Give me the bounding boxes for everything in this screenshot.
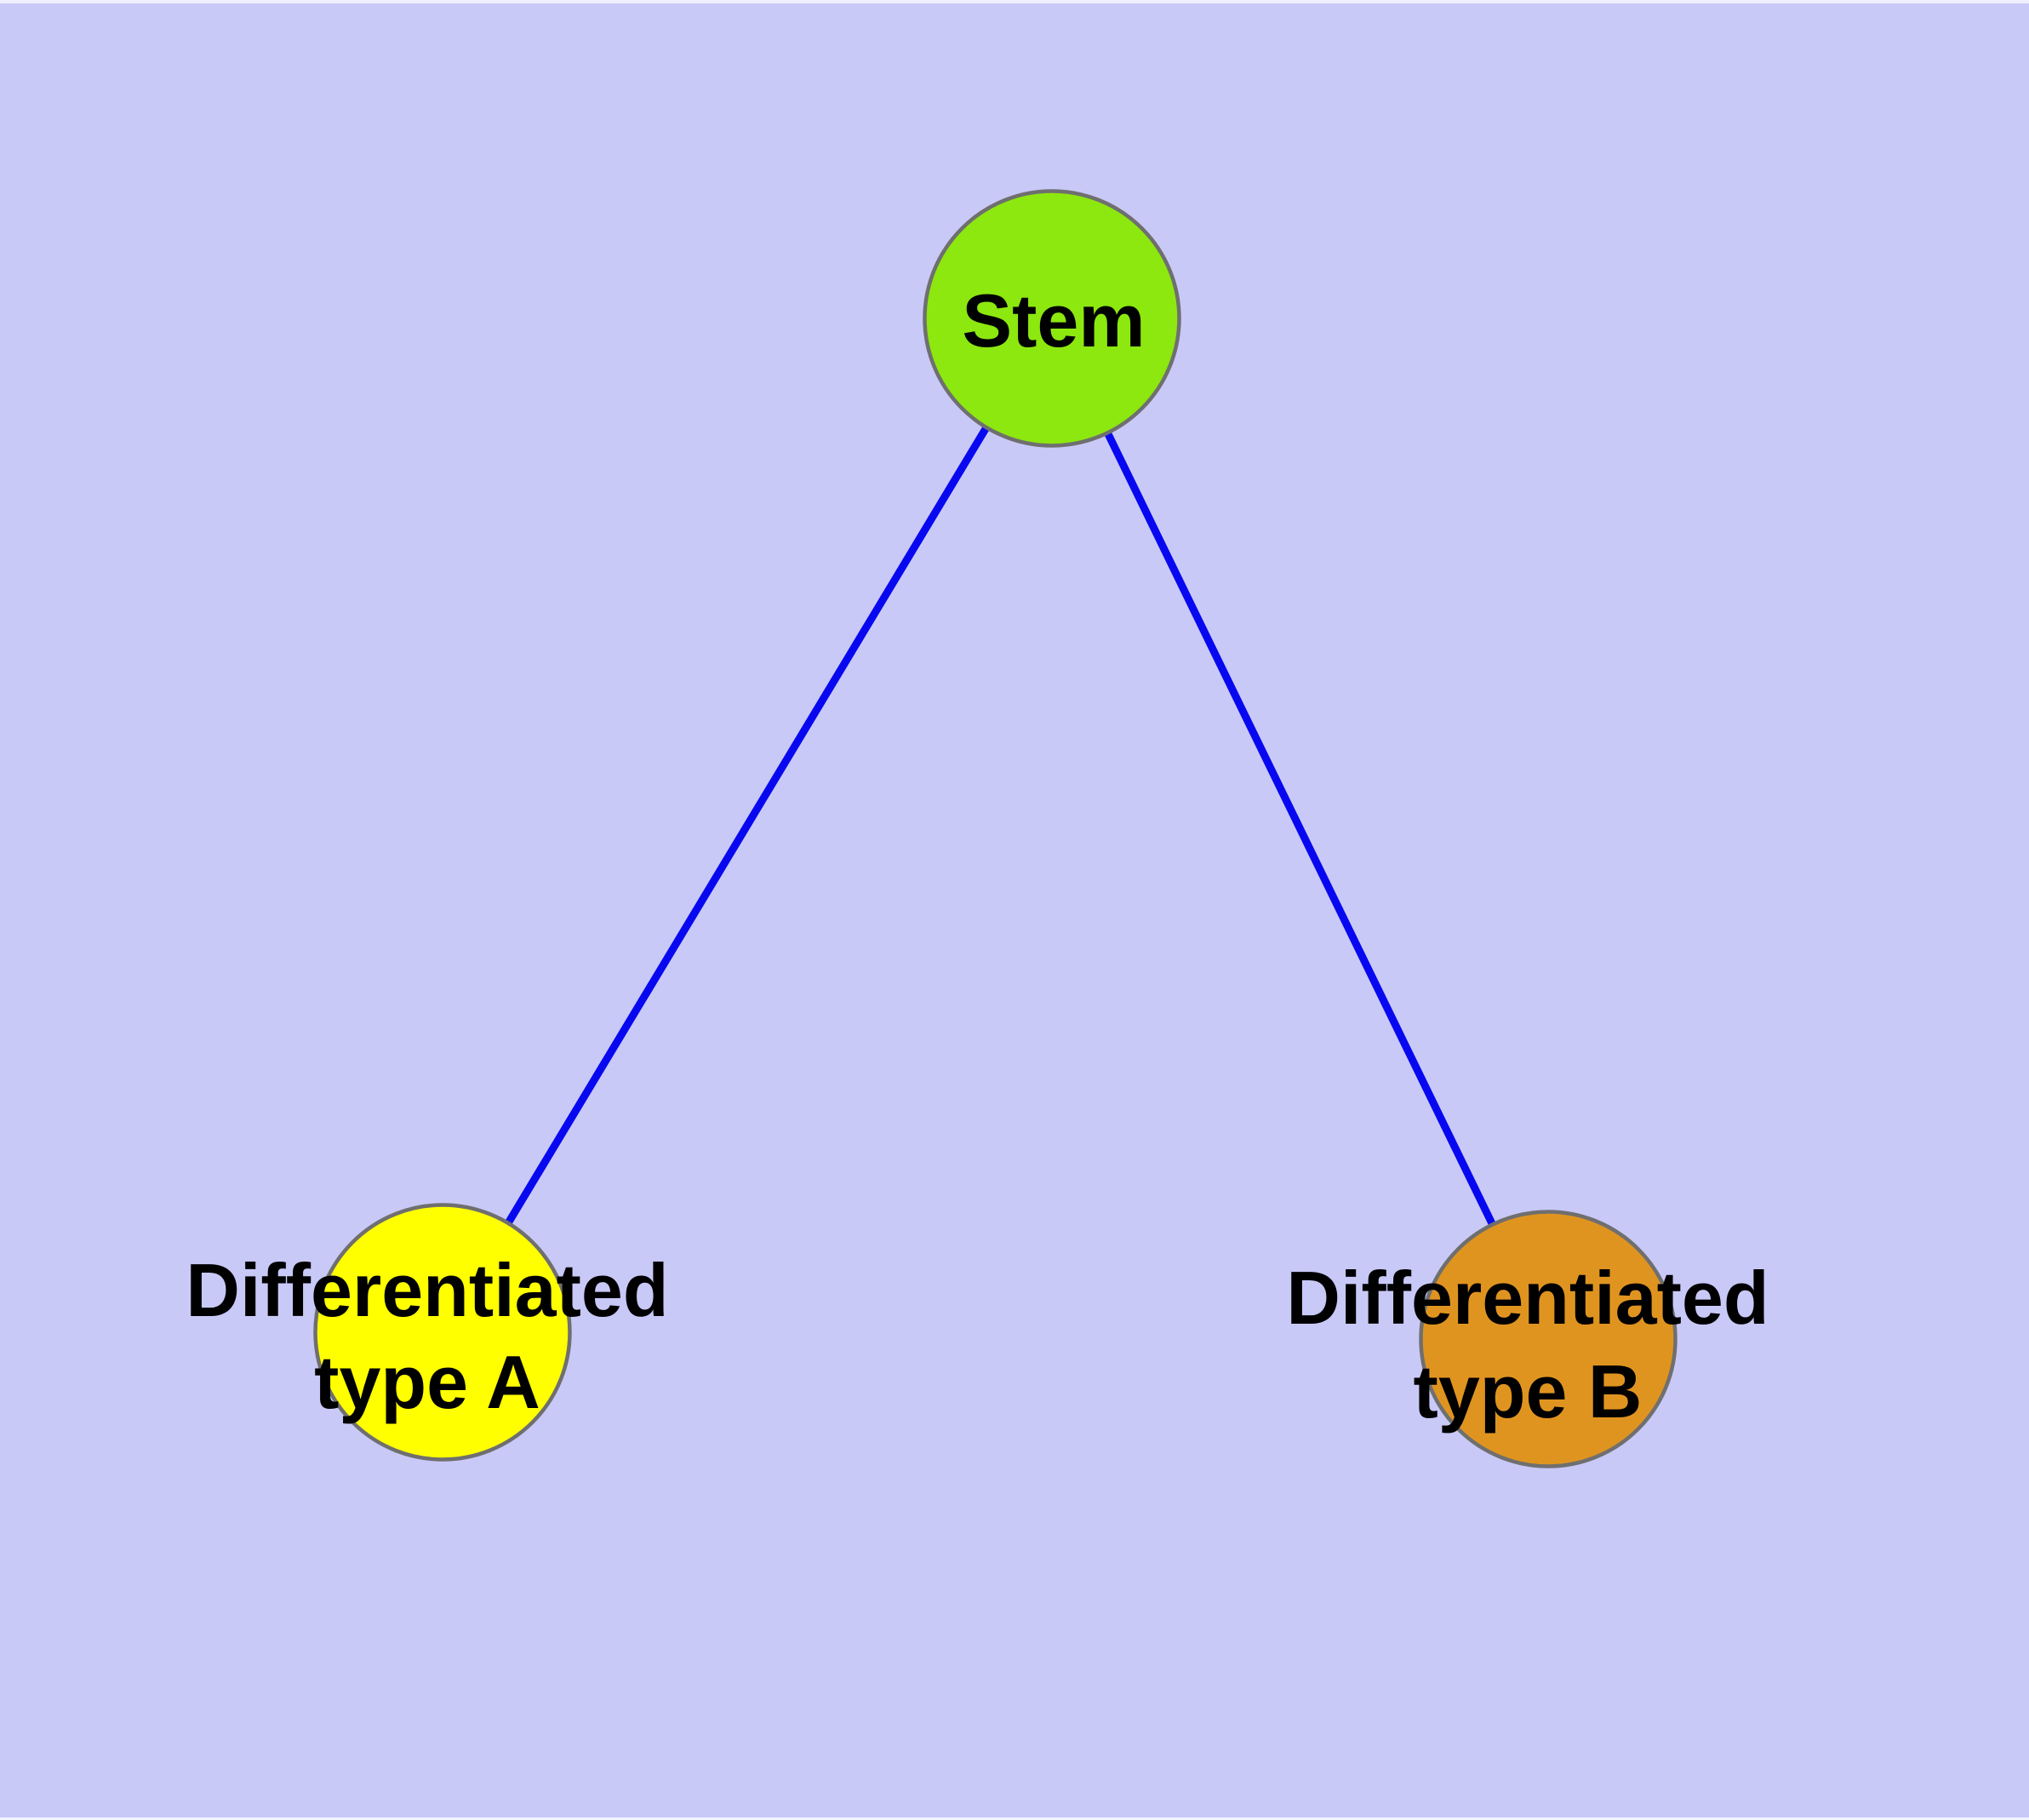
node-differentiated-type-a xyxy=(313,1203,572,1462)
node-type-a-label-line2: type A xyxy=(314,1340,540,1424)
node-type-a-label-line1: Differentiated xyxy=(186,1248,668,1332)
edge-stem-to-type-b xyxy=(1048,317,1552,1341)
node-type-b-label-line2: type B xyxy=(1414,1349,1643,1434)
node-stem-label: Stem xyxy=(962,278,1145,363)
node-stem xyxy=(923,189,1181,448)
top-edge-highlight xyxy=(0,0,2029,3)
edge-stem-to-type-a xyxy=(439,316,1055,1335)
node-differentiated-type-b xyxy=(1419,1210,1677,1468)
bottom-edge-highlight xyxy=(0,1817,2029,1820)
node-type-b-label-line1: Differentiated xyxy=(1286,1256,1769,1340)
